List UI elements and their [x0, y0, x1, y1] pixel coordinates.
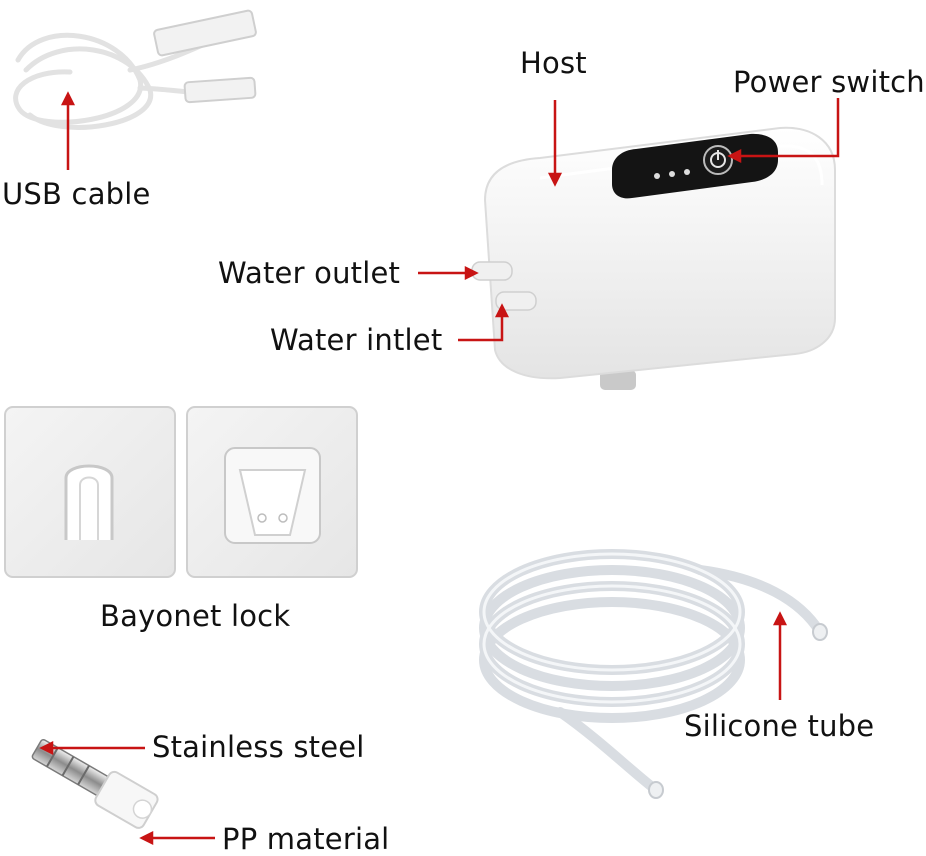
label-water-inlet: Water intlet: [270, 323, 443, 357]
silicone-tube-illustration: [479, 549, 828, 799]
label-bayonet-lock: Bayonet lock: [100, 599, 291, 633]
bayonet-lock-illustration: [4, 406, 358, 578]
label-silicone-tube: Silicone tube: [684, 709, 875, 743]
callout-arrows: [39, 91, 840, 846]
usb-cable-illustration: [13, 9, 257, 130]
label-pp-material: PP material: [222, 822, 390, 856]
label-usb-cable: USB cable: [2, 177, 151, 211]
label-power-switch: Power switch: [733, 65, 925, 99]
host-device: [471, 126, 836, 390]
label-water-outlet: Water outlet: [218, 256, 401, 290]
label-host: Host: [520, 46, 587, 80]
label-stainless-steel: Stainless steel: [152, 730, 365, 764]
